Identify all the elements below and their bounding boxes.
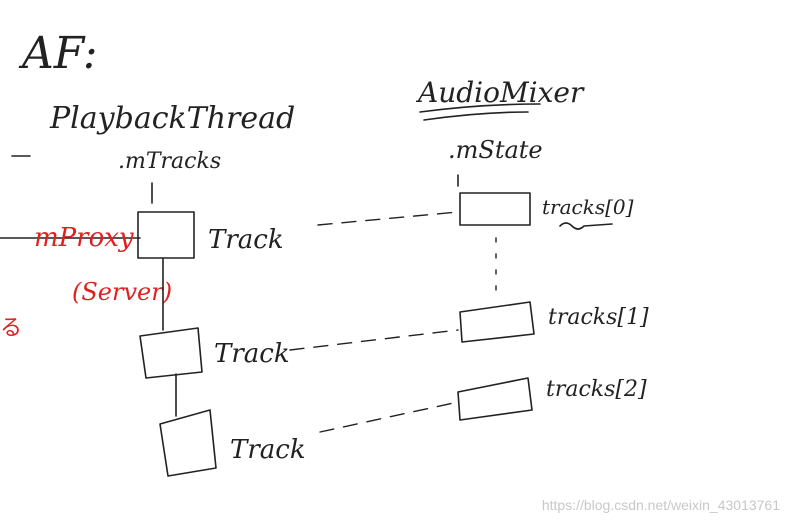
track-box-1 — [139, 327, 203, 379]
track-box-2 — [159, 409, 217, 477]
track-label-2: Track — [230, 435, 306, 465]
slot-label-1: tracks[1] — [548, 305, 649, 330]
heading-underline-2 — [423, 111, 529, 121]
slot-box-2 — [457, 377, 533, 421]
slot-box-0 — [459, 192, 531, 226]
link-track-2 — [319, 401, 459, 433]
af-heading: AF: — [18, 28, 98, 79]
slot-0-squiggle — [559, 222, 613, 230]
watermark-text: https://blog.csdn.net/weixin_43013761 — [542, 497, 780, 513]
track-box-0 — [137, 211, 195, 259]
mstate-label: .mState — [448, 136, 543, 164]
slot-label-0: tracks[0] — [542, 195, 634, 219]
track-label-1: Track — [214, 339, 290, 369]
server-label: (Server) — [72, 278, 172, 306]
mtracks-label: .mTracks — [118, 149, 221, 174]
link-track-0 — [317, 211, 459, 226]
heading-underline-1 — [419, 103, 541, 113]
audiomixer-heading: AudioMixer — [415, 76, 585, 109]
playback-thread-label: PlaybackThread — [49, 101, 295, 136]
edge-glyph: る — [0, 316, 22, 341]
link-track-1 — [289, 329, 459, 351]
slot-box-1 — [459, 301, 535, 343]
slot-label-2: tracks[2] — [546, 377, 647, 402]
mproxy-label: mProxy — [34, 223, 134, 253]
track-label-0: Track — [208, 225, 284, 255]
